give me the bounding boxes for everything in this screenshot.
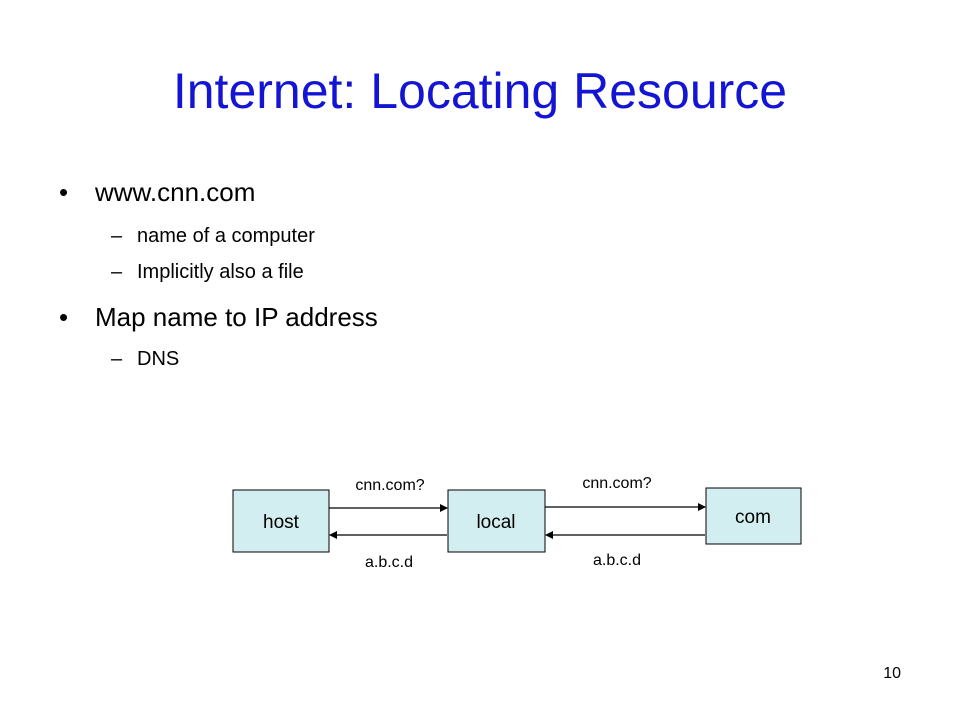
local-to-com-query-label: cnn.com? (582, 475, 651, 492)
sub-bullet-text: name of a computer (137, 225, 315, 247)
com-box (705, 487, 802, 545)
bullet-marker: • (59, 302, 69, 332)
local-node: local (447, 489, 546, 553)
slide-title: Internet: Locating Resource (172, 63, 788, 119)
bullet-item: • www.cnn.com (59, 177, 256, 207)
dash-marker: – (111, 225, 123, 247)
dash-marker: – (111, 348, 123, 370)
bullet-item: • Map name to IP address (59, 302, 378, 332)
host-box (232, 489, 330, 553)
sub-bullet-item: – Implicitly also a file (111, 260, 304, 284)
local-to-host-reply-label: a.b.c.d (365, 554, 413, 571)
bullet-marker: • (59, 177, 69, 207)
com-node: com (705, 487, 802, 545)
page-number: 10 (883, 665, 901, 682)
sub-bullet-text: DNS (137, 348, 180, 370)
sub-bullet-item: – name of a computer (111, 224, 315, 248)
bullet-text: www.cnn.com (95, 177, 256, 207)
sub-bullet-item: – DNS (111, 347, 180, 371)
local-box (447, 489, 546, 553)
sub-bullet-text: Implicitly also a file (137, 261, 304, 283)
host-label: host (263, 512, 300, 533)
host-to-local-query-label: cnn.com? (355, 477, 424, 494)
dash-marker: – (111, 261, 123, 283)
com-label: com (735, 507, 771, 528)
bullet-text: Map name to IP address (95, 302, 378, 332)
local-label: local (476, 512, 515, 533)
com-to-local-reply-label: a.b.c.d (593, 552, 641, 569)
host-node: host (232, 489, 330, 553)
